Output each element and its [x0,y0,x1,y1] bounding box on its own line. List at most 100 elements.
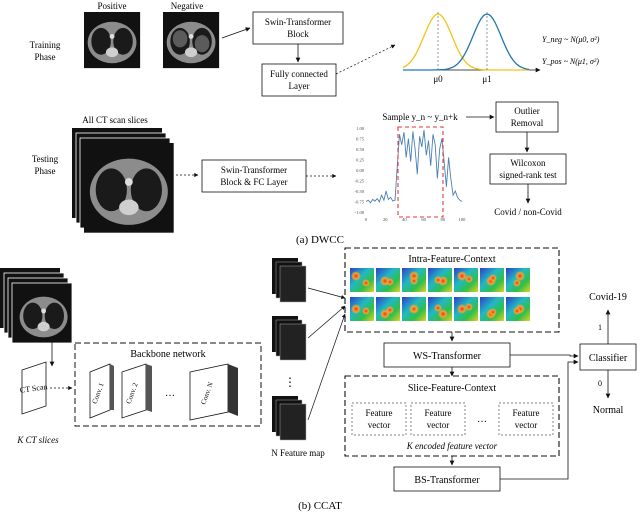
feature-vector-2-line1: Feature [425,408,452,418]
feature-vdots: ⋮ [284,375,296,389]
signal-x-tick: 60 [421,217,426,222]
convn-side [228,364,238,416]
heatmap-tile [506,297,530,321]
heatmap-tile [350,268,374,292]
signal-y-tick: 0.75 [356,137,365,142]
heatmap-tile [376,297,400,321]
signal-y-tick: 0.25 [356,158,365,163]
vector-ellipsis: … [477,414,487,425]
ct-slice-ccat [16,287,72,343]
heatmap-tile [402,297,426,321]
training-phase-line1: Training [30,40,61,50]
heatmap-tile [454,297,478,321]
arrow-to-swin [221,27,251,39]
mu0-label: μ0 [433,74,443,84]
signal-x-tick: 20 [383,217,388,222]
feature-maps: ⋮ [272,258,307,441]
heatmap-tile [480,268,504,292]
conv1-side [110,364,114,410]
backbone-label: Backbone network [130,349,205,360]
slice-context-label: Slice-Feature-Context [408,383,497,394]
sample-window [397,126,444,218]
mu1-label: μ1 [482,74,491,84]
feature-vector-2 [410,402,466,436]
signal-y-tick: -1.00 [355,210,365,215]
feature-map-2 [272,316,307,361]
feature-vector-k [498,402,554,436]
ws-transformer-label: WS-Transformer [413,351,482,362]
bs-transformer-box [393,466,501,492]
classifier-label: Classifier [589,353,628,364]
arrow-fm1 [307,287,346,300]
positive-label: Positive [97,1,126,11]
signal-line [365,130,463,204]
negative-label: Negative [171,1,203,11]
output-zero: 0 [598,379,602,388]
feature-vector-1-line2: vector [368,420,391,430]
y-neg-formula: Y_neg ~ N(μ0, σ²) [542,35,600,44]
training-phase-line2: Phase [35,52,56,62]
backbone-box [74,342,262,427]
ct-stack-ccat [0,268,73,344]
heatmap-grid [350,268,530,321]
heatmap-tile [506,268,530,292]
ct-slice-testing [84,143,174,233]
feature-vector-2-line2: vector [427,420,450,430]
classifier-box [579,343,637,371]
signal-x-tick: 100 [459,217,467,222]
caption-a: (a) DWCC [296,234,344,246]
signal-x-tick: 80 [441,217,446,222]
covid-result-label: Covid / non-Covid [494,207,562,217]
testing-phase-line2: Phase [35,166,56,176]
signal-y-tick: -0.75 [355,200,365,205]
output-one: 1 [598,323,602,332]
feature-vector-1-line1: Feature [366,408,393,418]
sample-label: Sample y_n ~ y_n+k [382,112,458,122]
ct-scan-label: CT Scan [19,382,48,395]
outlier-line1: Outlier [514,106,540,116]
signal-y-tick: 0.50 [356,147,365,152]
heatmap-tile [480,297,504,321]
signal-y-tick: -0.50 [355,189,365,194]
signal-y-tick: -0.25 [355,179,365,184]
arrow-to-gaussians [335,44,396,75]
outlier-line2: Removal [511,118,544,128]
heatmap-tile [376,268,400,292]
conv-ellipsis: … [165,388,175,399]
all-ct-label: All CT scan slices [82,115,148,125]
caption-b: (b) CCAT [298,500,342,512]
positive-ct-image [84,12,141,69]
swin-fc-line2: Block & FC Layer [220,177,287,187]
heatmap-tile [350,297,374,321]
swin-block-line1: Swin-Transformer [265,17,331,27]
feature-vector-1 [351,402,407,436]
wilcoxon-line1: Wilcoxon [510,158,546,168]
heatmap-tile [428,268,452,292]
signal-y-tick: 1.00 [356,126,365,131]
training-images: Positive Negative [84,1,220,69]
fc-layer-line2: Layer [289,81,310,91]
fc-layer-line1: Fully connected [270,69,328,79]
y-pos-formula: Y_pos ~ N(μ1, σ²) [542,57,599,66]
swin-fc-line1: Swin-Transformer [221,165,287,175]
fc-layer-box [261,63,337,97]
feature-vector-k-line1: Feature [513,408,540,418]
feature-map-1 [272,258,307,303]
swin-block-line2: Block [287,29,309,39]
k-encoded-label: K encoded feature vector [406,441,498,451]
k-ct-slices-label: K CT slices [16,435,59,445]
ct-stack-testing [72,128,174,233]
wilcoxon-box [489,153,567,185]
heatmap-tile [402,268,426,292]
gaussian-positive-curve [403,13,530,71]
feature-map-3 [272,396,307,441]
arrow-ws-to-classifier [510,353,579,359]
covid19-label: Covid-19 [589,292,627,303]
signal-y-ticks: 1.000.750.500.250.00-0.25-0.50-0.75-1.00 [355,126,365,215]
n-feature-map-label: N Feature map [271,448,325,458]
ct-scan-plate [21,361,47,415]
swin-block-box [252,11,344,45]
signal-plot: 1.000.750.500.250.00-0.25-0.50-0.75-1.00… [355,126,467,222]
